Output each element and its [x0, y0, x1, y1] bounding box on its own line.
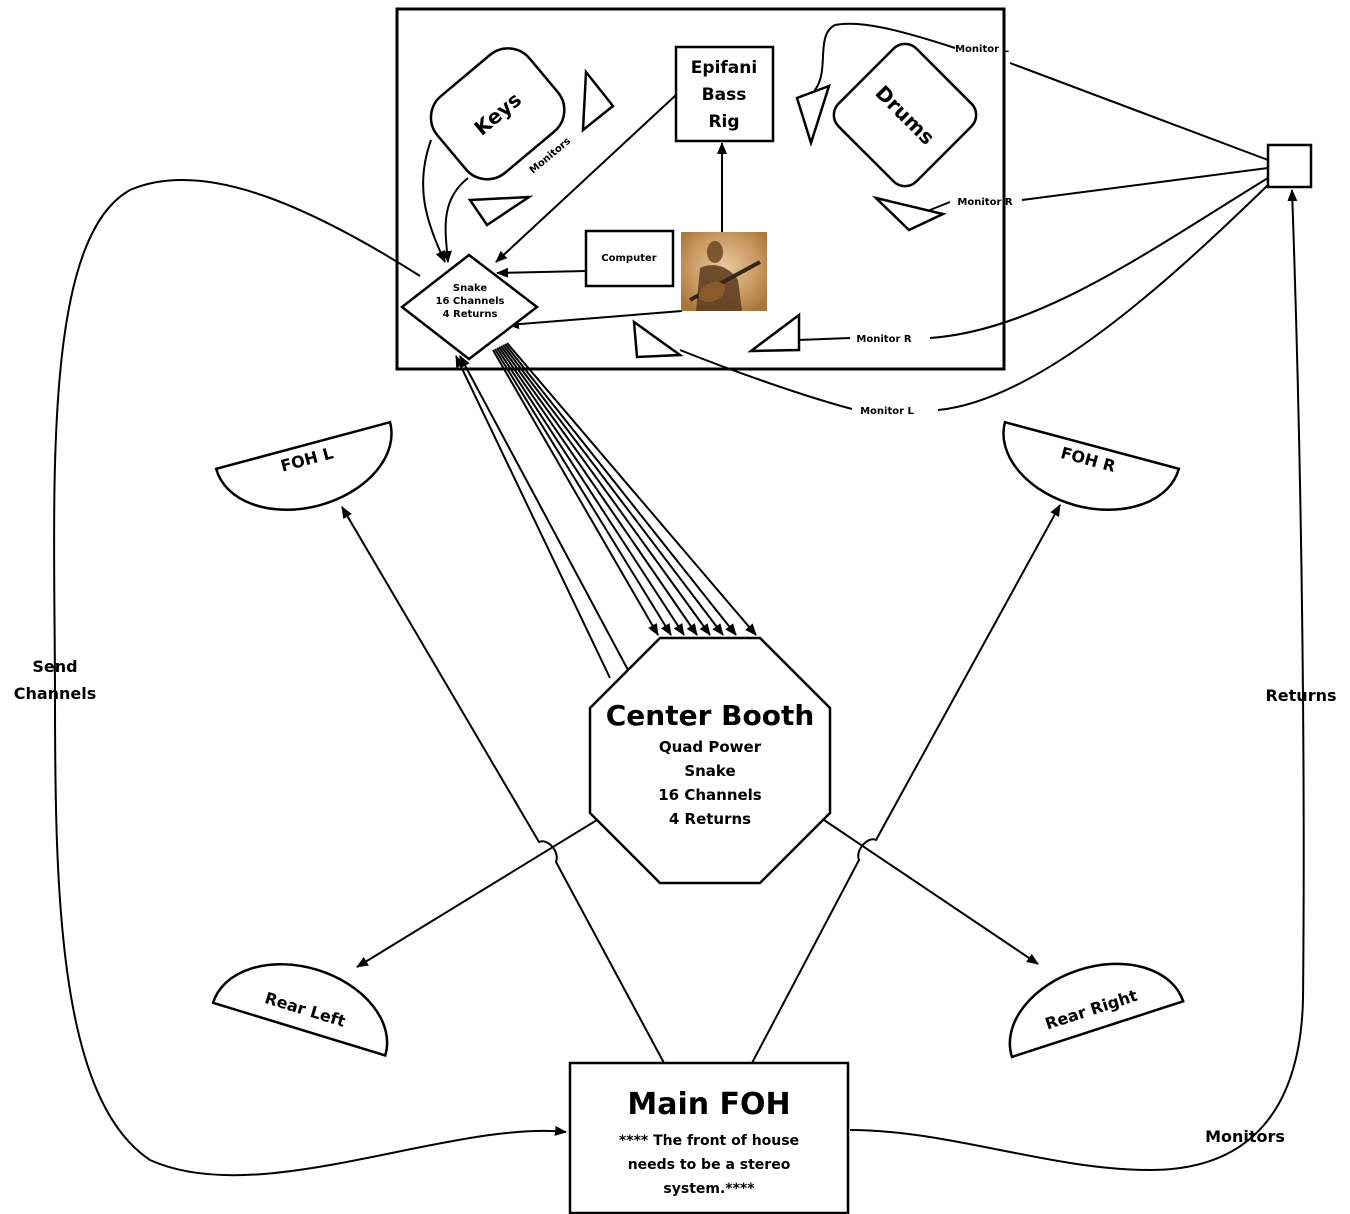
- snake-line-1: Snake: [453, 283, 487, 294]
- send-channels-label-1: Send: [32, 657, 77, 676]
- bass-rig-line-2: Bass: [702, 85, 747, 105]
- snake-line-2: 16 Channels: [435, 296, 504, 307]
- snake-line-3: 4 Returns: [443, 309, 498, 320]
- computer-label: Computer: [601, 253, 656, 264]
- booth-to-snake-return-a: [455, 355, 611, 679]
- monitors-side-label: Monitors: [1205, 1127, 1285, 1146]
- send-channels-label-2: Channels: [14, 684, 97, 703]
- stage-monitor-wedge-right: [747, 312, 801, 353]
- player-to-snake-cable: [507, 310, 683, 330]
- computer-to-snake-cable: [496, 267, 587, 278]
- keys-monitor-wedge-bottom: [467, 195, 534, 227]
- monitor-r-top-label: Monitor R: [957, 197, 1012, 208]
- bass-rig-to-snake-cable: [495, 94, 677, 263]
- foh-l-speaker: FOH L: [214, 420, 393, 512]
- stage-monitor-wedge-left: [632, 319, 684, 359]
- booth-to-rear-left-cable: [356, 819, 598, 968]
- center-booth-line-1: Quad Power: [659, 738, 762, 756]
- bass-player-photo: [681, 232, 767, 311]
- stage-returns-box: [1266, 143, 1313, 189]
- main-foh-box: [568, 1061, 850, 1214]
- monitors-returns-cable: [849, 189, 1305, 1172]
- rear-left-speaker: Rear Left: [211, 963, 389, 1058]
- center-booth-octagon: [588, 636, 832, 885]
- drums-monitor-wedge-bottom: [871, 195, 947, 232]
- center-booth-title: Center Booth: [606, 699, 815, 732]
- drums-monitor-wedge-left: [795, 83, 831, 148]
- booth-to-snake-return-b: [459, 355, 629, 671]
- monitor-r-bottom-label: Monitor R: [856, 334, 911, 345]
- main-foh-line-2: needs to be a stereo: [628, 1157, 791, 1173]
- main-foh-line-3: system.****: [663, 1181, 755, 1197]
- rear-right-speaker: Rear Right: [1008, 962, 1185, 1059]
- monitor-l-top-cable: [1009, 62, 1269, 161]
- bass-rig-line-1: Epifani: [691, 58, 757, 78]
- center-booth-line-4: 4 Returns: [669, 810, 751, 828]
- center-booth-line-2: Snake: [684, 762, 735, 780]
- keys-monitor-wedge-top: [581, 68, 615, 133]
- monitor-l-bottom-lead: [679, 349, 853, 410]
- foh-r-speaker: FOH R: [1002, 420, 1181, 512]
- keys-to-snake-cable-b: [441, 177, 469, 263]
- keys-instrument: Keys: [429, 47, 566, 181]
- main-foh-title: Main FOH: [627, 1087, 790, 1122]
- monitor-l-top-label: Monitor L: [955, 44, 1009, 55]
- monitor-r-bottom-lead: [797, 337, 851, 341]
- main-foh-to-foh-r-cable: [751, 504, 1061, 1064]
- monitor-r-top-cable: [1021, 167, 1269, 201]
- center-booth-line-3: 16 Channels: [658, 786, 762, 804]
- main-foh-line-1: **** The front of house: [619, 1133, 799, 1149]
- keys-to-snake-cable-a: [422, 139, 446, 263]
- snake-diamond: [399, 253, 540, 361]
- returns-label: Returns: [1265, 686, 1336, 705]
- send-channels-cable: [53, 179, 567, 1177]
- bass-rig-line-3: Rig: [708, 112, 739, 132]
- monitor-l-bottom-cable: [937, 184, 1269, 411]
- monitor-r-bottom-cable: [929, 177, 1269, 339]
- drums-kit: Drums: [832, 42, 978, 188]
- bass-rig-box: [674, 45, 775, 143]
- monitor-l-bottom-label: Monitor L: [860, 406, 914, 417]
- computer-box: [584, 229, 675, 288]
- booth-to-rear-right-cable: [823, 819, 1039, 965]
- snake-fan-cables: [492, 342, 757, 636]
